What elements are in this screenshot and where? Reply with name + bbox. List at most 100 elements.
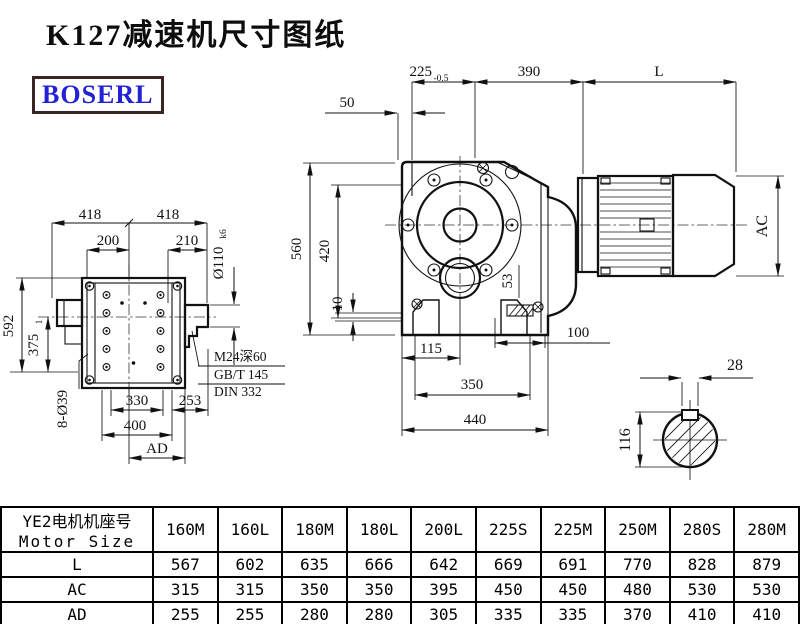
dim-label-53: 53 xyxy=(500,274,516,289)
motor xyxy=(576,173,736,278)
table-cell: 315 xyxy=(216,576,284,603)
table-cell: 530 xyxy=(668,576,736,603)
lower-bore xyxy=(438,256,482,300)
col-header: 225S xyxy=(474,506,542,553)
output-shaft-section: 28 116 xyxy=(617,357,753,480)
table-cell: 450 xyxy=(539,576,607,603)
table-cell: 280 xyxy=(345,601,413,624)
table-header-row: YE2电机机座号 Motor Size 160M 160L 180M 180L … xyxy=(0,506,800,553)
col-header: 280S xyxy=(668,506,736,553)
dim-label-418-right: 418 xyxy=(157,207,180,223)
col-header: 160L xyxy=(216,506,284,553)
col-header: 225M xyxy=(539,506,607,553)
table-cell: 280 xyxy=(281,601,348,624)
dim-label-shaft-dia-tol: k6 xyxy=(219,229,229,239)
table-cell: 255 xyxy=(216,601,284,624)
dim-label-440: 440 xyxy=(464,412,487,428)
table-cell: 410 xyxy=(668,601,736,624)
dim-label-560: 560 xyxy=(289,238,305,261)
table-cell: 255 xyxy=(152,601,219,624)
dim-label-418-left: 418 xyxy=(79,207,102,223)
dim-label-253: 253 xyxy=(179,393,202,409)
front-view-drawing: 418 418 200 210 Ø110 k6 592 375 1 xyxy=(1,207,285,464)
table-cell: 635 xyxy=(281,551,348,578)
dim-label-592: 592 xyxy=(1,315,17,338)
fan-cowl xyxy=(671,173,736,278)
dim-label-shaft-dia: Ø110 xyxy=(211,247,227,280)
front-view-dimensions: 418 418 200 210 Ø110 k6 592 375 1 xyxy=(1,207,285,464)
col-header: 180L xyxy=(345,506,413,553)
table-cell: 602 xyxy=(216,551,284,578)
dim-label-AC: AC xyxy=(754,215,771,237)
col-header: 280M xyxy=(733,506,800,553)
table-cell: 567 xyxy=(152,551,219,578)
foot-pocket-left xyxy=(412,299,440,335)
dim-label-8-d39: 8-Ø39 xyxy=(55,390,71,428)
dim-label-28: 28 xyxy=(727,357,743,374)
table-cell: 480 xyxy=(604,576,671,603)
col-header: 180M xyxy=(281,506,348,553)
row-label: AD xyxy=(0,601,154,624)
table-cell: 305 xyxy=(410,601,477,624)
cover-screws xyxy=(411,161,544,313)
dim-label-400: 400 xyxy=(124,418,147,434)
table-row-AC: AC 315 315 350 350 395 450 450 480 530 5… xyxy=(0,576,800,603)
table-cell: 335 xyxy=(539,601,607,624)
dim-label-375-tol: 1 xyxy=(35,319,45,324)
thread-note-line3: DIN 332 xyxy=(214,384,262,399)
dim-label-10: 10 xyxy=(330,297,346,312)
dim-label-330: 330 xyxy=(126,393,149,409)
dim-label-420: 420 xyxy=(317,240,333,263)
table-row-AD: AD 255 255 280 280 305 335 335 370 410 4… xyxy=(0,601,800,624)
thread-note-line2: GB/T 145 xyxy=(214,367,268,382)
output-shaft xyxy=(183,303,210,349)
front-view-part xyxy=(38,265,216,397)
side-view-drawing: 225 -0.5 390 L 50 560 420 10 53 xyxy=(289,64,784,480)
table-row-L: L 567 602 635 666 642 669 691 770 828 87… xyxy=(0,551,800,578)
table-cell: 350 xyxy=(345,576,413,603)
table-cell: 666 xyxy=(345,551,413,578)
foot-pocket-right xyxy=(500,299,528,335)
hollow-shaft-bore xyxy=(442,207,478,243)
table-cell: 335 xyxy=(474,601,542,624)
dim-label-115: 115 xyxy=(420,341,442,357)
dim-label-100: 100 xyxy=(567,325,590,341)
page-title: K127减速机尺寸图纸 xyxy=(46,19,347,52)
dim-label-AD: AD xyxy=(146,441,168,457)
motor-size-table: YE2电机机座号 Motor Size 160M 160L 180M 180L … xyxy=(0,506,800,624)
header-en: Motor Size xyxy=(18,532,136,551)
dim-label-50: 50 xyxy=(340,95,355,111)
col-header: 250M xyxy=(604,506,671,553)
table-cell: 828 xyxy=(668,551,736,578)
dim-label-225-tol: -0.5 xyxy=(434,74,449,84)
table-header-motor-size: YE2电机机座号 Motor Size xyxy=(0,506,154,553)
lifting-hole xyxy=(504,164,520,180)
header-cn: YE2电机机座号 xyxy=(22,512,132,531)
dim-label-L: L xyxy=(654,64,663,80)
table-cell: 350 xyxy=(281,576,348,603)
table-cell: 879 xyxy=(733,551,800,578)
motor-fins xyxy=(600,182,671,268)
input-shaft xyxy=(55,298,84,328)
table-cell: 770 xyxy=(604,551,671,578)
table-cell: 315 xyxy=(152,576,219,603)
table-cell: 370 xyxy=(604,601,671,624)
table-cell: 530 xyxy=(733,576,800,603)
table-cell: 642 xyxy=(410,551,477,578)
keyway xyxy=(681,409,699,421)
side-view-dimensions: 225 -0.5 390 L 50 560 420 10 53 xyxy=(289,64,784,436)
gearbox-housing xyxy=(385,156,747,365)
table-cell: 450 xyxy=(474,576,542,603)
table-cell: 669 xyxy=(474,551,542,578)
motor-body xyxy=(596,174,675,278)
bottom-hatch-pad xyxy=(506,304,534,317)
flange-bolt-holes xyxy=(102,291,165,371)
dim-label-225: 225 xyxy=(410,64,433,80)
table-cell: 691 xyxy=(539,551,607,578)
col-header: 160M xyxy=(152,506,219,553)
table-cell: 410 xyxy=(733,601,800,624)
dim-label-350: 350 xyxy=(461,377,484,393)
row-label: L xyxy=(0,551,154,578)
row-label: AC xyxy=(0,576,154,603)
